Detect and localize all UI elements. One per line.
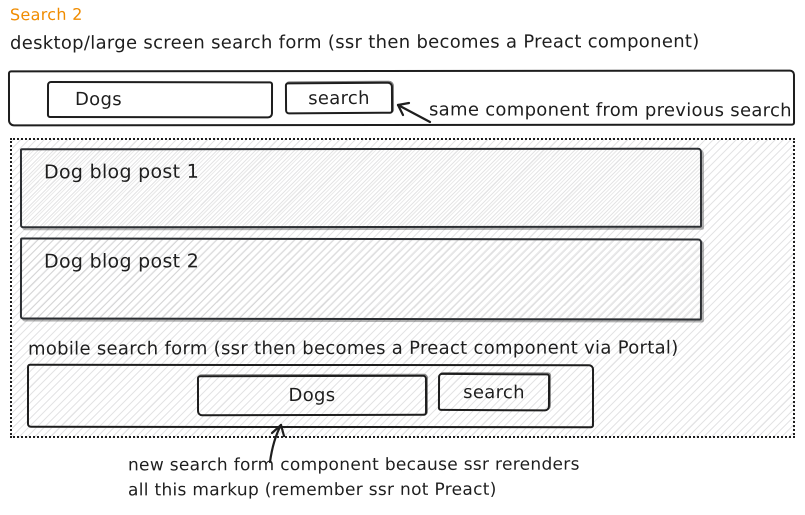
ssr-rendered-region: Dog blog post 1 Dog blog post 2 mobile s… xyxy=(10,138,795,438)
desktop-search-input[interactable] xyxy=(46,81,274,119)
new-form-annotation-line2: all this markup (remember ssr not Preact… xyxy=(128,479,497,501)
same-component-annotation: same component from previous search xyxy=(428,99,792,122)
mobile-search-form: search xyxy=(26,363,595,429)
blog-post-card-1: Dog blog post 1 xyxy=(19,147,703,229)
desktop-search-button[interactable]: search xyxy=(284,81,394,115)
arrow-up-icon xyxy=(258,420,294,464)
arrow-up-left-icon xyxy=(390,98,432,126)
blog-post-title: Dog blog post 1 xyxy=(43,160,200,184)
mobile-search-button[interactable]: search xyxy=(437,372,551,412)
new-form-annotation-line1: new search form component because ssr re… xyxy=(127,454,580,476)
blog-post-card-2: Dog blog post 2 xyxy=(19,237,703,321)
new-form-annotation: new search form component because ssr re… xyxy=(128,453,580,504)
desktop-form-caption: desktop/large screen search form (ssr th… xyxy=(9,31,700,54)
blog-post-title: Dog blog post 2 xyxy=(44,250,200,273)
desktop-search-form: search same component from previous sear… xyxy=(7,69,796,127)
mobile-search-input[interactable] xyxy=(196,374,428,417)
page-title: Search 2 xyxy=(9,4,83,25)
mobile-form-caption: mobile search form (ssr then becomes a P… xyxy=(27,337,679,360)
